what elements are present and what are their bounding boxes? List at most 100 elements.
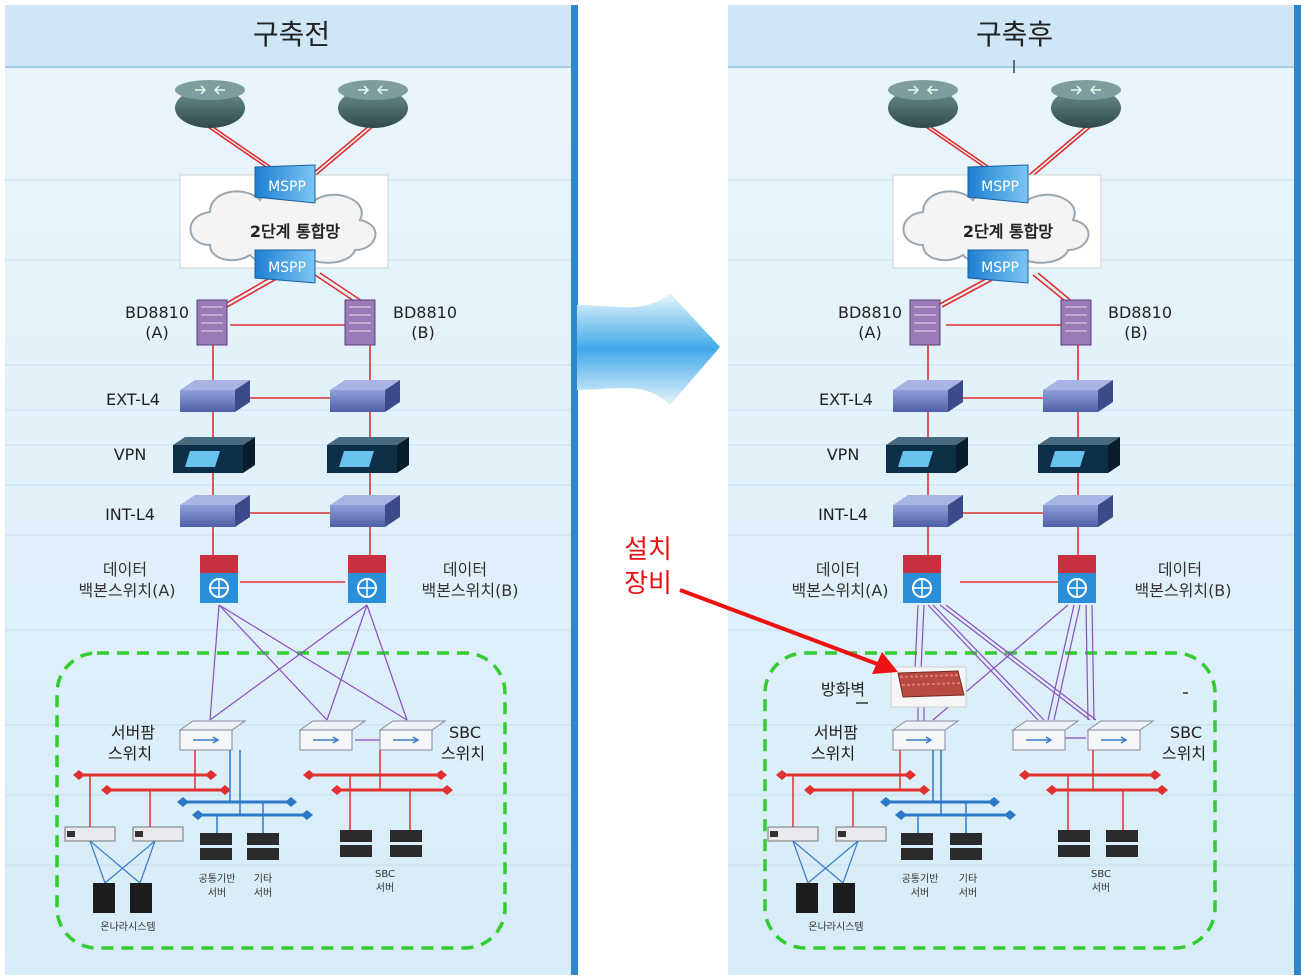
- int-l4-switch-icon: [180, 495, 250, 527]
- before-diagram: 2단계 통합망 MSPP MSPP BD88: [5, 5, 578, 975]
- bd8810-b-label: BD8810: [1108, 303, 1172, 322]
- sbc-switch-label: SBC: [1170, 723, 1202, 742]
- svg-text:백본스위치(B): 백본스위치(B): [421, 581, 518, 600]
- serverfarm-switch-label: 서버팜: [814, 723, 858, 742]
- svg-text:스위치: 스위치: [108, 744, 152, 763]
- svg-text:MSPP: MSPP: [981, 179, 1019, 195]
- sbc-server-icon: [1058, 830, 1138, 857]
- sbc-switch-icon: [378, 720, 447, 751]
- vpn-appliance-icon: [327, 437, 409, 473]
- panel-title: 구축후: [975, 18, 1054, 51]
- int-l4-label: INT-L4: [105, 505, 155, 524]
- vpn-label: VPN: [114, 445, 147, 464]
- svg-text:서버: 서버: [376, 882, 394, 894]
- firewall-label: 방화벽: [821, 680, 865, 699]
- sbc-server-label: SBC: [1091, 869, 1111, 880]
- int-l4-switch-icon: [1043, 495, 1113, 527]
- svg-text:MSPP: MSPP: [981, 260, 1019, 276]
- backbone-switch-b-icon: [1058, 555, 1096, 603]
- onnara-label: 온나라시스템: [100, 921, 155, 933]
- serverfarm-switch-label: 서버팜: [111, 723, 155, 742]
- sbc-server-icon: [340, 830, 422, 857]
- other-server-label: 기타: [254, 873, 272, 885]
- serverfarm-switch-icon: [891, 720, 960, 751]
- bd8810-b-icon: [1060, 299, 1092, 346]
- svg-text:(B): (B): [1124, 323, 1147, 342]
- callout-label: 설치: [624, 535, 672, 565]
- router-icon: [888, 80, 958, 128]
- mspp-top: MSPP: [967, 164, 1029, 204]
- backbone-switch-a-icon: [903, 555, 941, 603]
- common-server-label: 공통기반: [902, 873, 939, 885]
- ext-l4-label: EXT-L4: [819, 390, 873, 409]
- bd8810-a-icon: [196, 299, 228, 346]
- sbc-switch-icon: [1011, 720, 1080, 751]
- onnara-label: 온나라시스템: [808, 921, 863, 933]
- bd8810-a-icon: [909, 299, 941, 346]
- mspp-bottom: MSPP: [254, 249, 316, 284]
- serverfarm-switch-icon: [178, 720, 247, 751]
- panel-title: 구축전: [252, 18, 331, 51]
- svg-text:MSPP: MSPP: [268, 260, 306, 276]
- common-server-icon: [200, 833, 232, 860]
- common-server-label: 공통기반: [199, 873, 236, 885]
- backbone-a-label: 데이터: [816, 560, 860, 579]
- router-icon: [338, 80, 408, 128]
- bd8810-a-label: BD8810: [125, 303, 189, 322]
- ext-l4-switch-icon: [893, 380, 963, 412]
- mspp-top: MSPP: [254, 164, 316, 204]
- server-zone: [55, 651, 507, 950]
- svg-text:백본스위치(A): 백본스위치(A): [78, 581, 175, 600]
- backbone-switch-b-icon: [348, 555, 386, 603]
- router-icon: [175, 80, 245, 128]
- after-diagram: 2단계 통합망 MSPP MSPP BD8810 (A): [728, 5, 1301, 975]
- other-server-icon: [247, 833, 279, 860]
- bd8810-b-icon: [344, 299, 376, 346]
- svg-text:백본스위치(A): 백본스위치(A): [791, 581, 888, 600]
- onnara-server-icon: [93, 883, 152, 913]
- vpn-appliance-icon: [1038, 437, 1120, 473]
- cloud-label: 2단계 통합망: [963, 222, 1054, 241]
- cloud-label: 2단계 통합망: [250, 222, 341, 241]
- backbone-switch-a-icon: [200, 555, 238, 603]
- backbone-b-label: 데이터: [1158, 560, 1202, 579]
- bd8810-b-label: BD8810: [393, 303, 457, 322]
- vpn-appliance-icon: [173, 437, 255, 473]
- ext-l4-label: EXT-L4: [106, 390, 160, 409]
- onnara-server-icon: [796, 883, 855, 913]
- svg-text:서버: 서버: [254, 887, 272, 899]
- svg-text:서버: 서버: [911, 887, 929, 899]
- svg-text:스위치: 스위치: [441, 744, 485, 763]
- sbc-switch-icon: [298, 720, 367, 751]
- svg-text:백본스위치(B): 백본스위치(B): [1134, 581, 1231, 600]
- onnara-appliance-icon: [767, 826, 887, 842]
- svg-text:MSPP: MSPP: [268, 179, 306, 195]
- svg-text:스위치: 스위치: [811, 744, 855, 763]
- svg-text:(B): (B): [411, 323, 434, 342]
- vpn-label: VPN: [827, 445, 860, 464]
- sbc-switch-icon: [1086, 720, 1155, 751]
- firewall-icon: [897, 670, 965, 698]
- vpn-appliance-icon: [886, 437, 968, 473]
- after-panel: 2단계 통합망 MSPP MSPP BD8810 (A): [728, 5, 1301, 975]
- svg-text:(A): (A): [858, 323, 881, 342]
- int-l4-switch-icon: [893, 495, 963, 527]
- ext-l4-switch-icon: [180, 380, 250, 412]
- transition-arrow-icon: [577, 293, 720, 405]
- svg-text:서버: 서버: [959, 887, 977, 899]
- ext-l4-switch-icon: [1043, 380, 1113, 412]
- ext-l4-switch-icon: [330, 380, 400, 412]
- sbc-server-label: SBC: [375, 869, 395, 880]
- svg-text:(A): (A): [145, 323, 168, 342]
- mspp-bottom: MSPP: [967, 249, 1029, 284]
- svg-text:장비: 장비: [624, 569, 672, 599]
- bd8810-a-label: BD8810: [838, 303, 902, 322]
- int-l4-switch-icon: [330, 495, 400, 527]
- common-server-icon: [901, 833, 933, 860]
- before-panel: 2단계 통합망 MSPP MSPP BD88: [5, 5, 578, 975]
- server-zone: [763, 651, 1217, 950]
- svg-text:서버: 서버: [1092, 882, 1110, 894]
- svg-text:서버: 서버: [208, 887, 226, 899]
- router-icon: [1051, 80, 1121, 128]
- backbone-b-label: 데이터: [443, 560, 487, 579]
